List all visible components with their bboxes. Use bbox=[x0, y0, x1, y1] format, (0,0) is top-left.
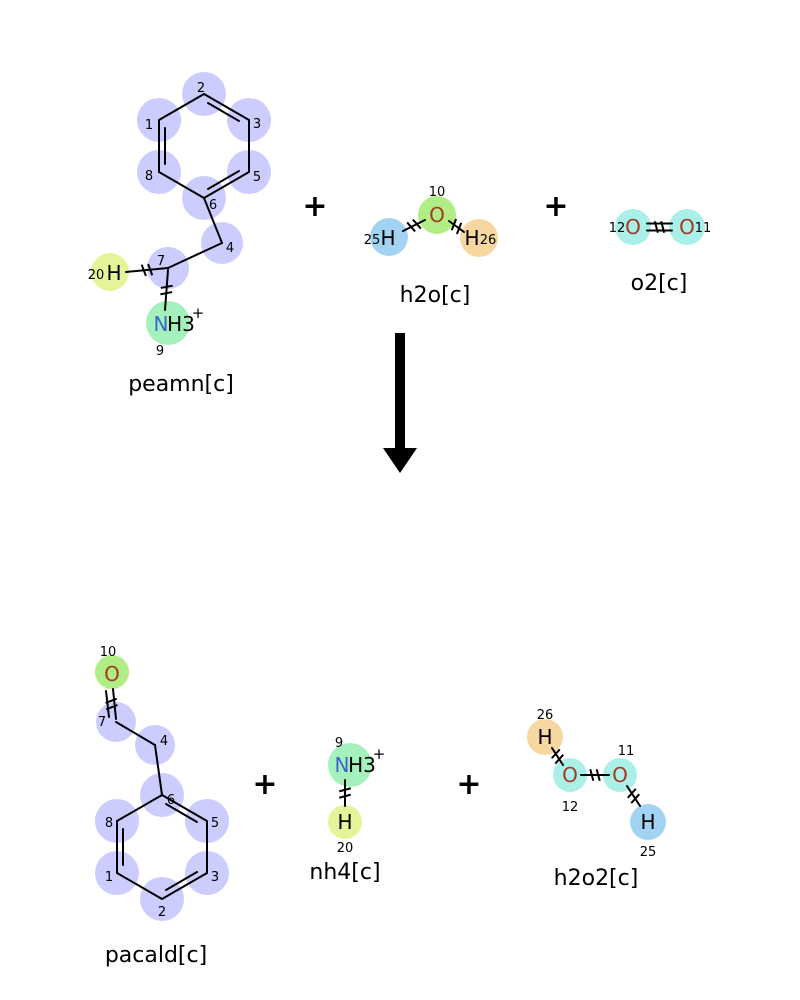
svg-text:2: 2 bbox=[197, 81, 205, 96]
plus-operator: + bbox=[456, 767, 482, 802]
svg-text:O: O bbox=[679, 215, 695, 239]
svg-text:H: H bbox=[464, 226, 479, 250]
svg-text:N: N bbox=[154, 312, 169, 336]
svg-text:+: + bbox=[192, 304, 205, 322]
svg-text:26: 26 bbox=[480, 233, 497, 248]
svg-text:H: H bbox=[640, 810, 655, 834]
svg-text:3: 3 bbox=[253, 117, 261, 132]
svg-text:O: O bbox=[104, 662, 120, 686]
svg-text:O: O bbox=[429, 203, 445, 227]
molecule-pacald[c]: 10O 7 4 6 5 8 3 1 2 bbox=[95, 645, 229, 921]
svg-text:6: 6 bbox=[167, 793, 175, 808]
svg-text:20: 20 bbox=[337, 841, 354, 856]
molecule-label-h2o: h2o[c] bbox=[399, 283, 471, 308]
svg-text:26: 26 bbox=[537, 708, 554, 723]
svg-text:4: 4 bbox=[160, 734, 168, 749]
molecule-label-peamn: peamn[c] bbox=[128, 372, 234, 397]
plus-operator: + bbox=[302, 189, 328, 224]
svg-text:H3: H3 bbox=[348, 753, 376, 777]
svg-text:6: 6 bbox=[209, 198, 217, 213]
svg-text:9: 9 bbox=[335, 736, 343, 751]
svg-text:5: 5 bbox=[211, 816, 219, 831]
svg-text:8: 8 bbox=[105, 816, 113, 831]
svg-text:20: 20 bbox=[88, 268, 105, 283]
svg-text:11: 11 bbox=[695, 221, 712, 236]
svg-text:O: O bbox=[625, 215, 641, 239]
svg-text:4: 4 bbox=[226, 241, 234, 256]
svg-text:H: H bbox=[537, 725, 552, 749]
molecule-label-h2o2: h2o2[c] bbox=[553, 866, 639, 891]
svg-text:9: 9 bbox=[156, 344, 164, 359]
svg-text:25: 25 bbox=[364, 233, 381, 248]
svg-text:H: H bbox=[380, 226, 395, 250]
plus-operator: + bbox=[543, 189, 569, 224]
svg-text:8: 8 bbox=[145, 169, 153, 184]
svg-text:10: 10 bbox=[100, 645, 117, 660]
svg-text:25: 25 bbox=[640, 845, 657, 860]
svg-text:1: 1 bbox=[105, 870, 113, 885]
svg-text:O: O bbox=[562, 763, 578, 787]
svg-text:7: 7 bbox=[157, 254, 165, 269]
svg-text:1: 1 bbox=[145, 118, 153, 133]
svg-text:3: 3 bbox=[211, 870, 219, 885]
svg-text:11: 11 bbox=[618, 744, 635, 759]
svg-text:H3: H3 bbox=[167, 312, 195, 336]
svg-text:+: + bbox=[373, 745, 386, 763]
svg-text:H: H bbox=[106, 261, 121, 285]
plus-operator: + bbox=[252, 767, 278, 802]
molecule-label-pacald: pacald[c] bbox=[104, 943, 208, 968]
svg-text:12: 12 bbox=[609, 221, 626, 236]
svg-text:H: H bbox=[337, 810, 352, 834]
svg-text:10: 10 bbox=[429, 185, 446, 200]
molecule-label-nh4: nh4[c] bbox=[309, 860, 381, 885]
svg-text:12: 12 bbox=[562, 800, 579, 815]
svg-text:7: 7 bbox=[98, 715, 106, 730]
molecule-label-o2: o2[c] bbox=[630, 271, 688, 296]
svg-text:2: 2 bbox=[158, 905, 166, 920]
svg-text:N: N bbox=[335, 753, 350, 777]
reaction-arrow bbox=[383, 333, 417, 473]
svg-text:O: O bbox=[612, 763, 628, 787]
svg-text:5: 5 bbox=[253, 170, 261, 185]
